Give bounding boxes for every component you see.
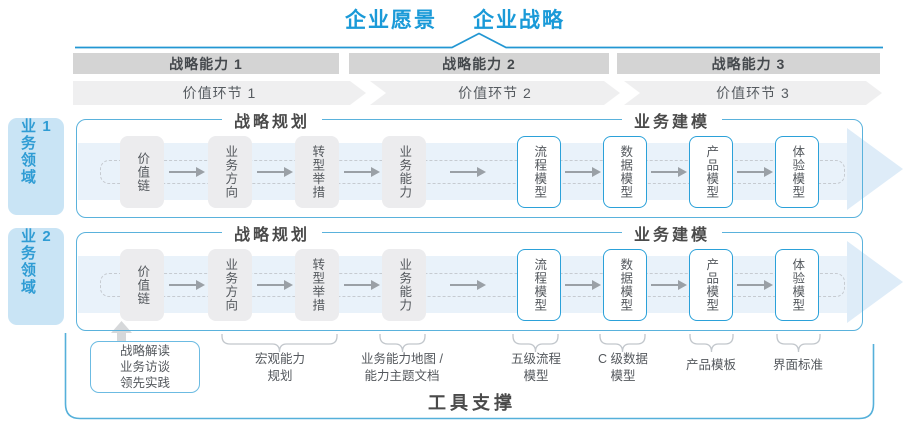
header-business-modeling: 业务建模: [621, 221, 723, 245]
strategy-band-3: 战略能力 3: [617, 53, 880, 74]
flow-step-arrow-icon: [344, 167, 380, 176]
value-band-3: 价值环节 3: [624, 81, 882, 105]
header-strategic-planning: 战略规划: [221, 221, 323, 245]
domain-label-1: 业务领域 1: [8, 118, 64, 215]
flow-step-arrow-icon: [565, 167, 601, 176]
box-value-chain: 价值链: [120, 249, 164, 321]
annotation-practice-box: 战略解读 业务访谈 领先实践: [90, 341, 200, 393]
practice-line: 领先实践: [119, 376, 170, 391]
flow-step-arrow-icon: [344, 280, 380, 289]
flow-step-arrow-icon: [651, 167, 687, 176]
box-data-model: 数据模型: [603, 249, 647, 321]
flow-step-arrow-icon: [169, 280, 205, 289]
annotation-ui-standard: 界面标准: [772, 358, 824, 372]
vision-title: 企业愿景: [345, 9, 437, 32]
flow-step-arrow-icon: [737, 167, 773, 176]
box-experience-model: 体验模型: [775, 136, 819, 208]
header-business-modeling: 业务建模: [621, 108, 723, 132]
box-process-model: 流程模型: [517, 136, 561, 208]
flow-step-arrow-icon: [450, 280, 486, 289]
annotation-l5-process-model: 五级流程 模型: [510, 352, 562, 383]
annotation-product-template: 产品模板: [685, 358, 737, 372]
annotation-capability-map: 业务能力地图 / 能力主题文档: [361, 352, 443, 383]
box-business-capability: 业务能力: [382, 249, 426, 321]
practice-line: 业务访谈: [119, 359, 170, 374]
dashed-pipeline: [100, 160, 845, 184]
flow-step-arrow-icon: [257, 167, 293, 176]
domain-label-2: 业务领域 2: [8, 228, 64, 325]
box-transformation-initiatives: 转型举措: [295, 136, 339, 208]
flow-step-arrow-icon: [450, 167, 486, 176]
flow-step-arrow-icon: [737, 280, 773, 289]
tool-support-label: 工具支撑: [428, 393, 516, 413]
row-border: [76, 232, 863, 331]
dashed-pipeline: [100, 273, 845, 297]
strategy-band-1: 战略能力 1: [73, 53, 339, 74]
value-band-2: 价值环节 2: [370, 81, 620, 105]
box-business-capability: 业务能力: [382, 136, 426, 208]
flow-arrow-head-icon: [847, 128, 903, 210]
box-value-chain: 价值链: [120, 136, 164, 208]
brace-connectors: [221, 334, 821, 353]
flow-arrow-head-icon: [847, 241, 903, 323]
strategy-title: 企业战略: [473, 9, 565, 32]
box-process-model: 流程模型: [517, 249, 561, 321]
value-band-1: 价值环节 1: [73, 81, 366, 105]
box-data-model: 数据模型: [603, 136, 647, 208]
page-title: 企业愿景 企业战略: [0, 4, 910, 34]
practice-line: 战略解读: [119, 343, 170, 358]
box-business-direction: 业务方向: [208, 249, 252, 321]
box-product-model: 产品模型: [689, 136, 733, 208]
vision-pointer-line: [75, 32, 883, 49]
annotation-c-level-data-model: C 级数据 模型: [597, 352, 649, 383]
box-product-model: 产品模型: [689, 249, 733, 321]
box-business-direction: 业务方向: [208, 136, 252, 208]
flow-step-arrow-icon: [257, 280, 293, 289]
annotation-macro-capability: 宏观能力 规划: [254, 352, 306, 383]
flow-step-arrow-icon: [651, 280, 687, 289]
strategy-band-2: 战略能力 2: [349, 53, 609, 74]
flow-step-arrow-icon: [169, 167, 205, 176]
domain-row-2: 价值链 业务方向 转型举措 业务能力 流程模型 数据模型 产品模型 体验模型 战…: [76, 221, 903, 331]
row-border: [76, 119, 863, 218]
domain-row-1: 价值链 业务方向 转型举措 业务能力 流程模型 数据模型 产品模型 体验模型 战…: [76, 108, 903, 218]
box-transformation-initiatives: 转型举措: [295, 249, 339, 321]
header-strategic-planning: 战略规划: [221, 108, 323, 132]
box-experience-model: 体验模型: [775, 249, 819, 321]
flow-step-arrow-icon: [565, 280, 601, 289]
